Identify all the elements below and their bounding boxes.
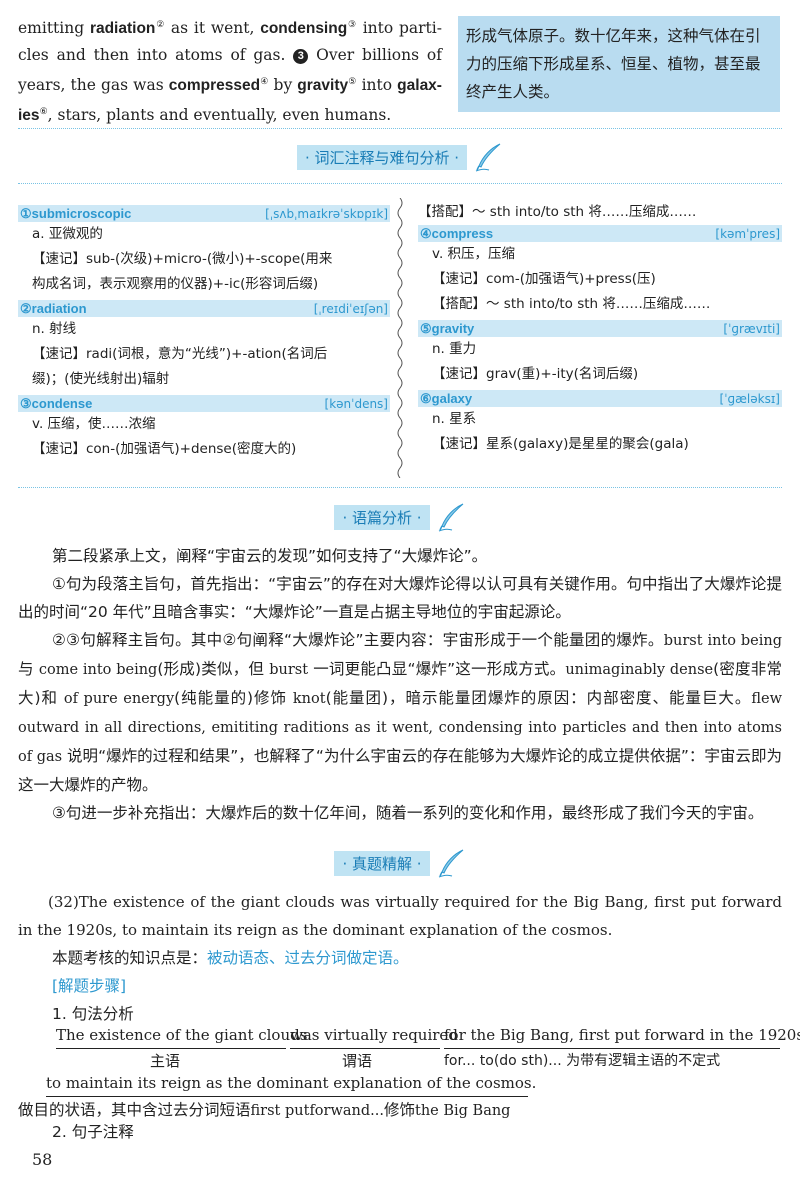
vocab-line: 【速记】星系(galaxy)是星星的聚会(gala) (432, 436, 689, 452)
quill-icon (438, 503, 463, 532)
discourse-p1: 第二段紧承上文，阐释“宇宙云的发现”如何支持了“大爆炸论”。 (52, 547, 488, 565)
excerpt-paragraph: emitting radiation② as it went, condensi… (18, 19, 442, 125)
vocab-line: 【速记】com-(加强语气)+press(压) (432, 271, 656, 287)
vocab-line: 【速记】sub-(次级)+micro-(微小)+-scope(用来 (32, 251, 333, 267)
discourse-section-header: · 语篇分析 · (0, 502, 800, 532)
quill-icon (475, 143, 501, 172)
vocab-line: 构成名词，表示观察用的仪器)+-ic(形容词后缀) (32, 276, 319, 292)
translation-box: 形成气体原子。数十亿年来，这种气体在引力的压缩下形成星系、恒星、植物，甚至最终产… (458, 16, 780, 112)
keyword-compressed: compressed (168, 77, 261, 95)
divider (18, 183, 782, 184)
divider (18, 487, 782, 488)
column-divider (397, 198, 403, 478)
discourse-p4: ③句进一步补充指出：大爆炸后的数十亿年间，随着一系列的变化和作用，最终形成了我们… (52, 804, 764, 822)
vocab-entry-submicroscopic: ①submicroscopic[ˌsʌbˌmaɪkrəˈskɒpɪk] (18, 205, 390, 222)
vocab-line: v. 积压，压缩 (432, 246, 516, 262)
label-infinitive: for... to(do sth)... 为带有逻辑主语的不定式 (444, 1053, 721, 1069)
exam-steps-label: [解题步骤] (52, 977, 127, 995)
exam-section-title: · 真题精解 · (334, 850, 430, 876)
quill-icon (438, 849, 463, 878)
label-subject: 主语 (150, 1052, 181, 1070)
discourse-paragraphs: 第二段紧承上文，阐释“宇宙云的发现”如何支持了“大爆炸论”。 ①句为段落主旨句，… (18, 542, 782, 827)
discourse-p2: ①句为段落主旨句，首先指出：“宇宙云”的存在对大爆炸论得以认可具有关键作用。句中… (18, 575, 782, 621)
vocab-section-header: · 词汇注释与难句分析 · (0, 142, 800, 172)
vocab-entry-gravity: ⑤gravity[ˈɡrævɪti] (418, 320, 782, 337)
exam-step-1: 1. 句法分析 (52, 1005, 134, 1023)
page-number: 58 (32, 1150, 53, 1169)
vocab-line: n. 星系 (432, 411, 477, 427)
exam-step-2: 2. 句子注释 (52, 1123, 134, 1141)
exam-point: 本题考核的知识点是：被动语态、过去分词做定语。 (52, 949, 409, 967)
vocab-left-column: ①submicroscopic[ˌsʌbˌmaɪkrəˈskɒpɪk] a. 亚… (18, 205, 390, 462)
segment-subject: The existence of the giant clouds (56, 1026, 308, 1044)
vocab-entry-galaxy: ⑥galaxy[ˈɡæləksɪ] (418, 390, 782, 407)
vocab-line: a. 亚微观的 (32, 226, 103, 242)
vocab-entry-radiation: ②radiation[ˌreɪdiˈeɪʃən] (18, 300, 390, 317)
vocab-section-title: · 词汇注释与难句分析 · (296, 144, 468, 170)
vocab-line: 【速记】con-(加强语气)+dense(密度大的) (32, 441, 297, 457)
segment-purpose: to maintain its reign as the dominant ex… (46, 1074, 537, 1092)
vocab-line: 【速记】grav(重)+-ity(名词后缀) (432, 366, 639, 382)
underline (444, 1048, 780, 1049)
keyword-radiation: radiation (89, 20, 156, 38)
vocab-line: 【速记】radi(词根，意为“光线”)+-ation(名词后 (32, 346, 328, 362)
segment-infinitive-subject: for the Big Bang, first put forward in t… (444, 1026, 800, 1044)
discourse-p3: ②③句解释主旨句。其中②句阐释“大爆炸论”主要内容：宇宙形成于一个能量团的爆炸。… (18, 631, 783, 794)
underline (56, 1048, 286, 1049)
vocab-line: 【搭配】～ sth into/to sth 将……压缩成…… (418, 204, 697, 220)
label-predicate: 谓语 (342, 1052, 373, 1070)
exam-question: (32)The existence of the giant clouds wa… (18, 888, 782, 1028)
vocab-entry-condense: ③condense[kənˈdens] (18, 395, 390, 412)
discourse-section-title: · 语篇分析 · (334, 504, 430, 530)
vocab-line: v. 压缩，使……浓缩 (32, 416, 156, 432)
underline (46, 1096, 528, 1097)
vocab-line: n. 重力 (432, 341, 477, 357)
purpose-note: 做目的状语，其中含过去分词短语first putforwand...修饰the … (18, 1101, 511, 1119)
keyword-gravity: gravity (297, 77, 349, 95)
exam-section-header: · 真题精解 · (0, 848, 800, 878)
divider (18, 128, 782, 129)
vocab-line: n. 射线 (32, 321, 77, 337)
vocab-line: 缀)；(使光线射出)辐射 (32, 371, 170, 387)
underline (290, 1048, 440, 1049)
segment-predicate: was virtually required (290, 1026, 458, 1044)
keyword-galaxies: galax- (397, 77, 442, 95)
exam-question-text: (32)The existence of the giant clouds wa… (18, 893, 782, 939)
keyword-condensing: condensing (260, 20, 348, 38)
sentence-marker-3: 3 (293, 49, 309, 65)
vocab-line: 【搭配】～ sth into/to sth 将……压缩成…… (432, 296, 711, 312)
vocab-right-column: 【搭配】～ sth into/to sth 将……压缩成…… ④compress… (418, 200, 782, 457)
vocab-entry-compress: ④compress[kəmˈpres] (418, 225, 782, 242)
